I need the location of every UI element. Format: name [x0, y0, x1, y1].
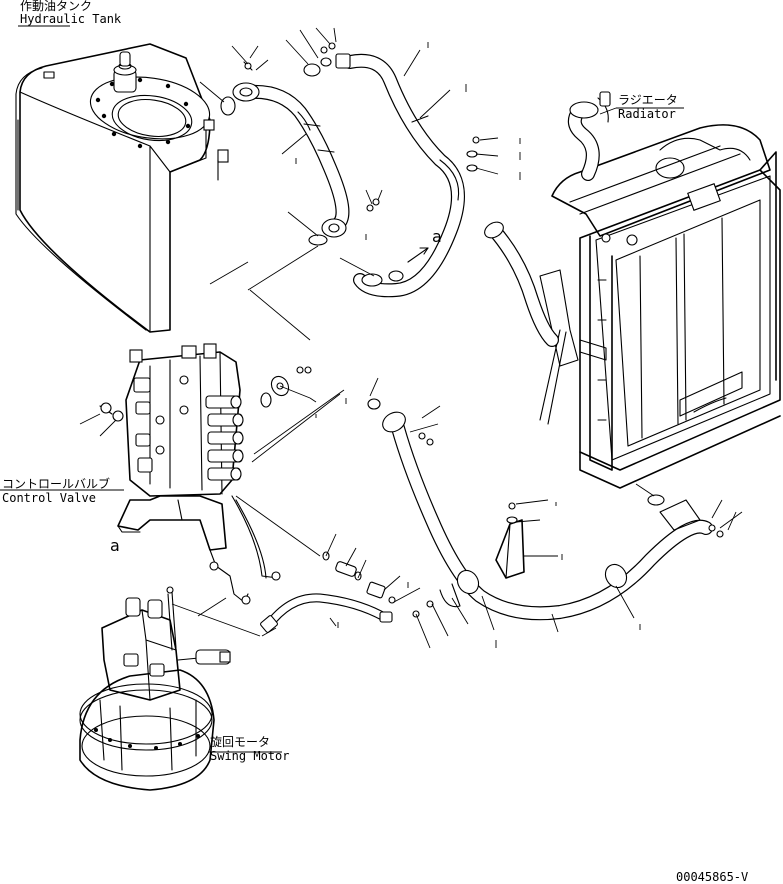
- control-valve-label-jp: コントロールバルブ: [2, 477, 111, 491]
- connection-mark-upper: a: [432, 227, 442, 246]
- swing-motor: [79, 586, 231, 791]
- hydraulic-tank: [15, 43, 229, 333]
- return-hose-top: [303, 42, 480, 298]
- control-valve-label-en: Control Valve: [2, 491, 96, 505]
- swing-motor-label-en: Swing Motor: [210, 749, 290, 763]
- hydraulic-tank-label-jp: 作動油タンク: [20, 0, 93, 13]
- hydraulic-tank-label-en: Hydraulic Tank: [20, 12, 122, 26]
- return-hose-lower: [367, 398, 724, 621]
- radiator-label-en: Radiator: [618, 107, 676, 121]
- leader-lines: [0, 25, 743, 753]
- connection-mark-lower: a: [110, 536, 120, 555]
- radiator: [484, 91, 781, 489]
- drain-hose: [260, 551, 396, 633]
- control-valve: [99, 343, 312, 605]
- suction-hose-upper: [220, 61, 380, 246]
- swing-motor-label-jp: 旋回モータ: [210, 735, 271, 749]
- reference-ticks: [295, 42, 641, 648]
- connection-arrow-top: [407, 247, 429, 263]
- radiator-label-jp: ラジエータ: [618, 93, 678, 107]
- drawing-code: 00045865-V: [676, 870, 749, 884]
